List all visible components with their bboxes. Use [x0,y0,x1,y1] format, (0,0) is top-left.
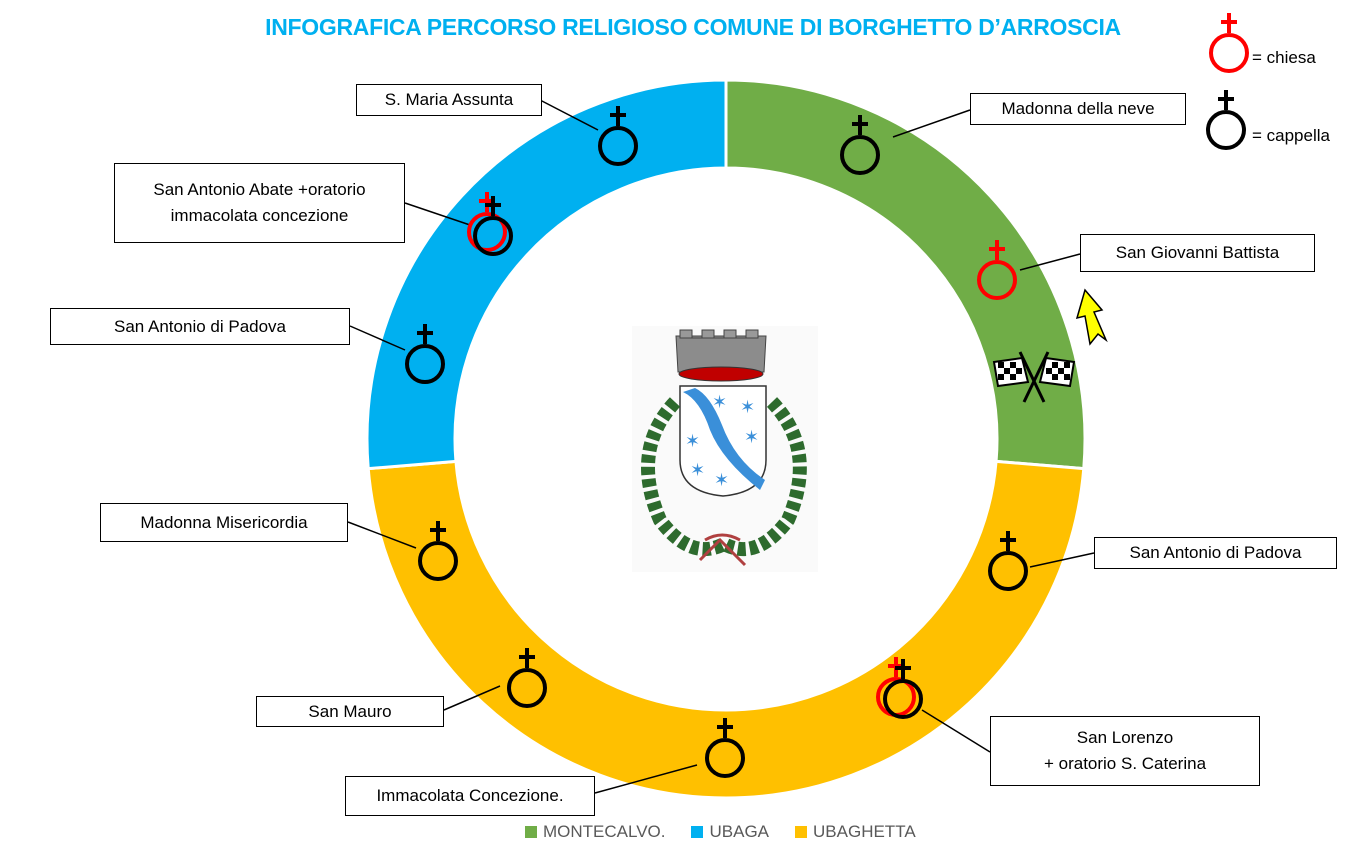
svg-text:✶: ✶ [685,431,700,451]
cappella-icon [405,324,445,384]
place-label: San Giovanni Battista [1080,234,1315,272]
chiesa-icon [977,240,1017,300]
legend-item-ubaga: UBAGA [691,822,769,842]
key-cappella-label: = cappella [1252,126,1330,145]
leader-line [443,685,501,711]
leader-line [404,202,471,226]
place-label: Madonna della neve [970,93,1186,125]
legend-label: UBAGHETTA [813,822,916,841]
place-label: San Antonio di Padova [50,308,350,345]
leader-line [349,325,406,351]
leader-line [594,764,698,794]
donut-slice-ubaga [365,78,728,471]
place-label: Madonna Misericordia [100,503,348,542]
chart-title: INFOGRAFICA PERCORSO RELIGIOSO COMUNE DI… [265,14,1121,40]
cappella-icon [705,718,745,778]
place-label: S. Maria Assunta [356,84,542,116]
chart-legend: MONTECALVO. UBAGA UBAGHETTA [525,822,916,842]
coat-of-arms: ✶ ✶ ✶ ✶ ✶ ✶ [632,326,818,572]
svg-text:✶: ✶ [712,392,727,412]
leader-line [347,521,417,549]
key-chiesa-label: = chiesa [1252,48,1316,67]
legend-swatch [691,826,704,838]
svg-text:✶: ✶ [740,397,755,417]
legend-swatch [795,826,808,838]
place-label: San Mauro [256,696,444,727]
leader-line [921,709,991,753]
cappella-icon [473,196,513,256]
cappella-icon [840,115,880,175]
leader-line [1019,253,1081,271]
place-label: Immacolata Concezione. [345,776,595,816]
direction-arrow-icon [1075,288,1108,346]
chiesa-key-icon [1209,13,1249,73]
svg-text:✶: ✶ [744,427,759,447]
legend-swatch [525,826,537,838]
leader-line [892,109,971,138]
cappella-icon [418,521,458,581]
cappella-icon [507,648,547,708]
cappella-key-icon [1206,90,1246,150]
place-label: San Antonio Abate +oratorio immacolata c… [114,163,405,243]
legend-item-montecalvo: MONTECALVO. [525,822,665,842]
cappella-icon [883,659,923,719]
place-label: San Lorenzo + oratorio S. Caterina [990,716,1260,786]
leader-line [539,99,599,131]
legend-item-ubaghetta: UBAGHETTA [795,822,916,842]
cappella-icon [598,106,638,166]
checkered-flags-icon [992,351,1076,403]
svg-text:✶: ✶ [690,460,705,480]
legend-label: MONTECALVO. [543,822,666,841]
place-label: San Antonio di Padova [1094,537,1337,569]
cappella-icon [988,531,1028,591]
leader-line [1029,552,1095,568]
legend-label: UBAGA [709,822,770,841]
svg-text:✶: ✶ [714,470,729,490]
